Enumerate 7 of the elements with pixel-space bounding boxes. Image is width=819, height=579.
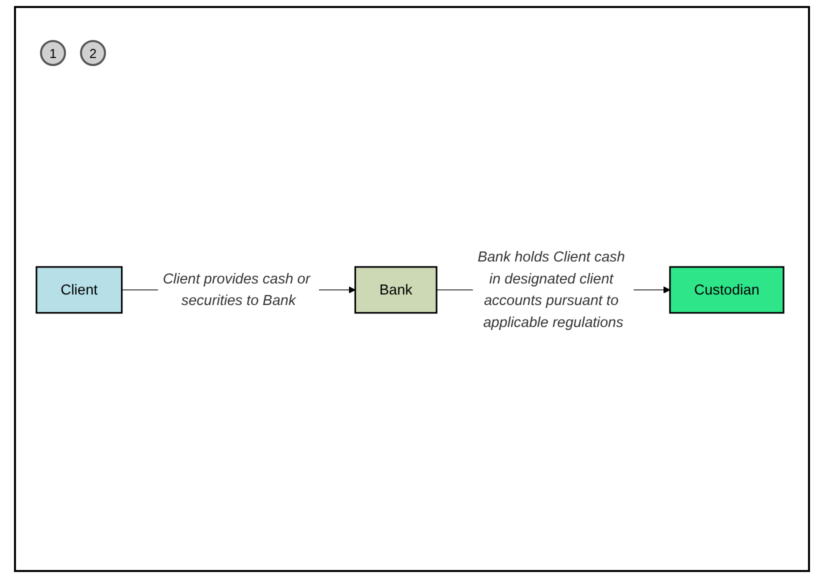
edge-label: Client provides cash or securities to Bank	[162, 270, 310, 309]
edge-label: Bank holds Client cash in designated client accounts pursuant to applicable regulations	[478, 248, 625, 330]
callout-number: 2	[80, 40, 106, 66]
callout-number: 1	[40, 40, 66, 66]
node-box: Client	[36, 266, 123, 314]
node-box: Bank	[354, 266, 438, 314]
node-box: Custodian	[669, 266, 784, 314]
